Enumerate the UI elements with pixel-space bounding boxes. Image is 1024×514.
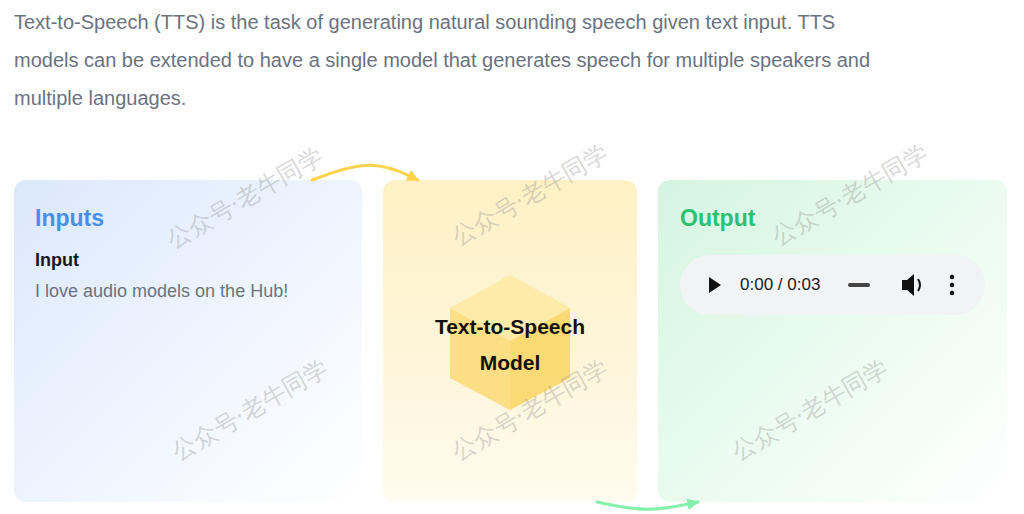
flow-arrow xyxy=(597,502,698,509)
output-panel: Output 0:00 / 0:03 xyxy=(658,180,1007,502)
model-panel: Text-to-Speech Model xyxy=(383,180,637,502)
player-controls xyxy=(680,255,985,315)
play-icon xyxy=(709,277,721,293)
menu-dot xyxy=(950,291,955,296)
menu-dot xyxy=(950,275,955,280)
description-text: Text-to-Speech (TTS) is the task of gene… xyxy=(14,3,894,117)
menu-dot xyxy=(950,283,955,288)
progress-bar xyxy=(850,283,868,287)
audio-player: 0:00 / 0:03 xyxy=(680,255,985,315)
field-label: Input xyxy=(35,248,341,272)
model-cube xyxy=(383,180,637,502)
audio-time: 0:00 / 0:03 xyxy=(740,255,820,315)
input-text: I love audio models on the Hub! xyxy=(35,278,341,304)
volume-wave xyxy=(918,279,920,291)
volume-icon xyxy=(902,274,914,296)
